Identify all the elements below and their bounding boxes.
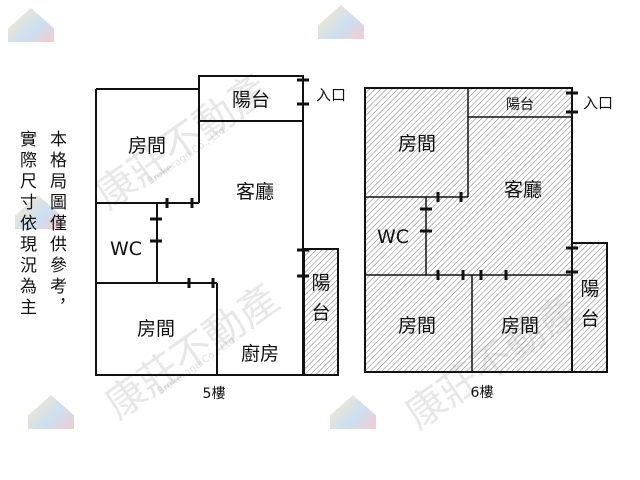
floor5-label-room-bottom: 房間 (137, 318, 175, 340)
floor6-door-marks (420, 91, 578, 280)
disclaimer-line-2: 實際尺寸依現況為主 (16, 130, 36, 319)
floor5-label-balcony-top: 陽台 (232, 89, 270, 111)
floor6-label-side-balcony-1: 陽 (580, 278, 599, 300)
floor-5-plan (95, 75, 339, 376)
floor5-label-side-balcony-1: 陽 (311, 272, 330, 294)
floor6-label-side-balcony-2: 台 (580, 308, 599, 330)
floor6-label-living: 客廳 (504, 179, 542, 201)
floor5-caption: 5樓 (203, 386, 226, 402)
floor6-label-room-bottom-left: 房間 (398, 315, 436, 337)
floor5-label-room-top: 房間 (128, 135, 166, 157)
floor-6-plan (364, 87, 608, 373)
floor5-label-kitchen: 廚房 (241, 342, 279, 365)
floor6-label-balcony-top: 陽台 (506, 97, 534, 113)
disclaimer-line-1: 本格局圖僅供參考， (46, 130, 66, 319)
floor6-label-entrance: 入口 (583, 94, 613, 112)
floor5-label-wc: WC (110, 238, 142, 260)
floor5-door-marks (150, 78, 309, 288)
floor5-label-living: 客廳 (236, 181, 274, 203)
floor6-label-room-bottom-right: 房間 (501, 315, 539, 337)
floor6-label-room-top: 房間 (398, 133, 436, 155)
floor6-caption: 6樓 (471, 385, 494, 401)
floor5-label-entrance: 入口 (316, 86, 346, 104)
floor6-label-wc: WC (377, 226, 409, 248)
floor5-label-side-balcony-2: 台 (311, 302, 330, 324)
